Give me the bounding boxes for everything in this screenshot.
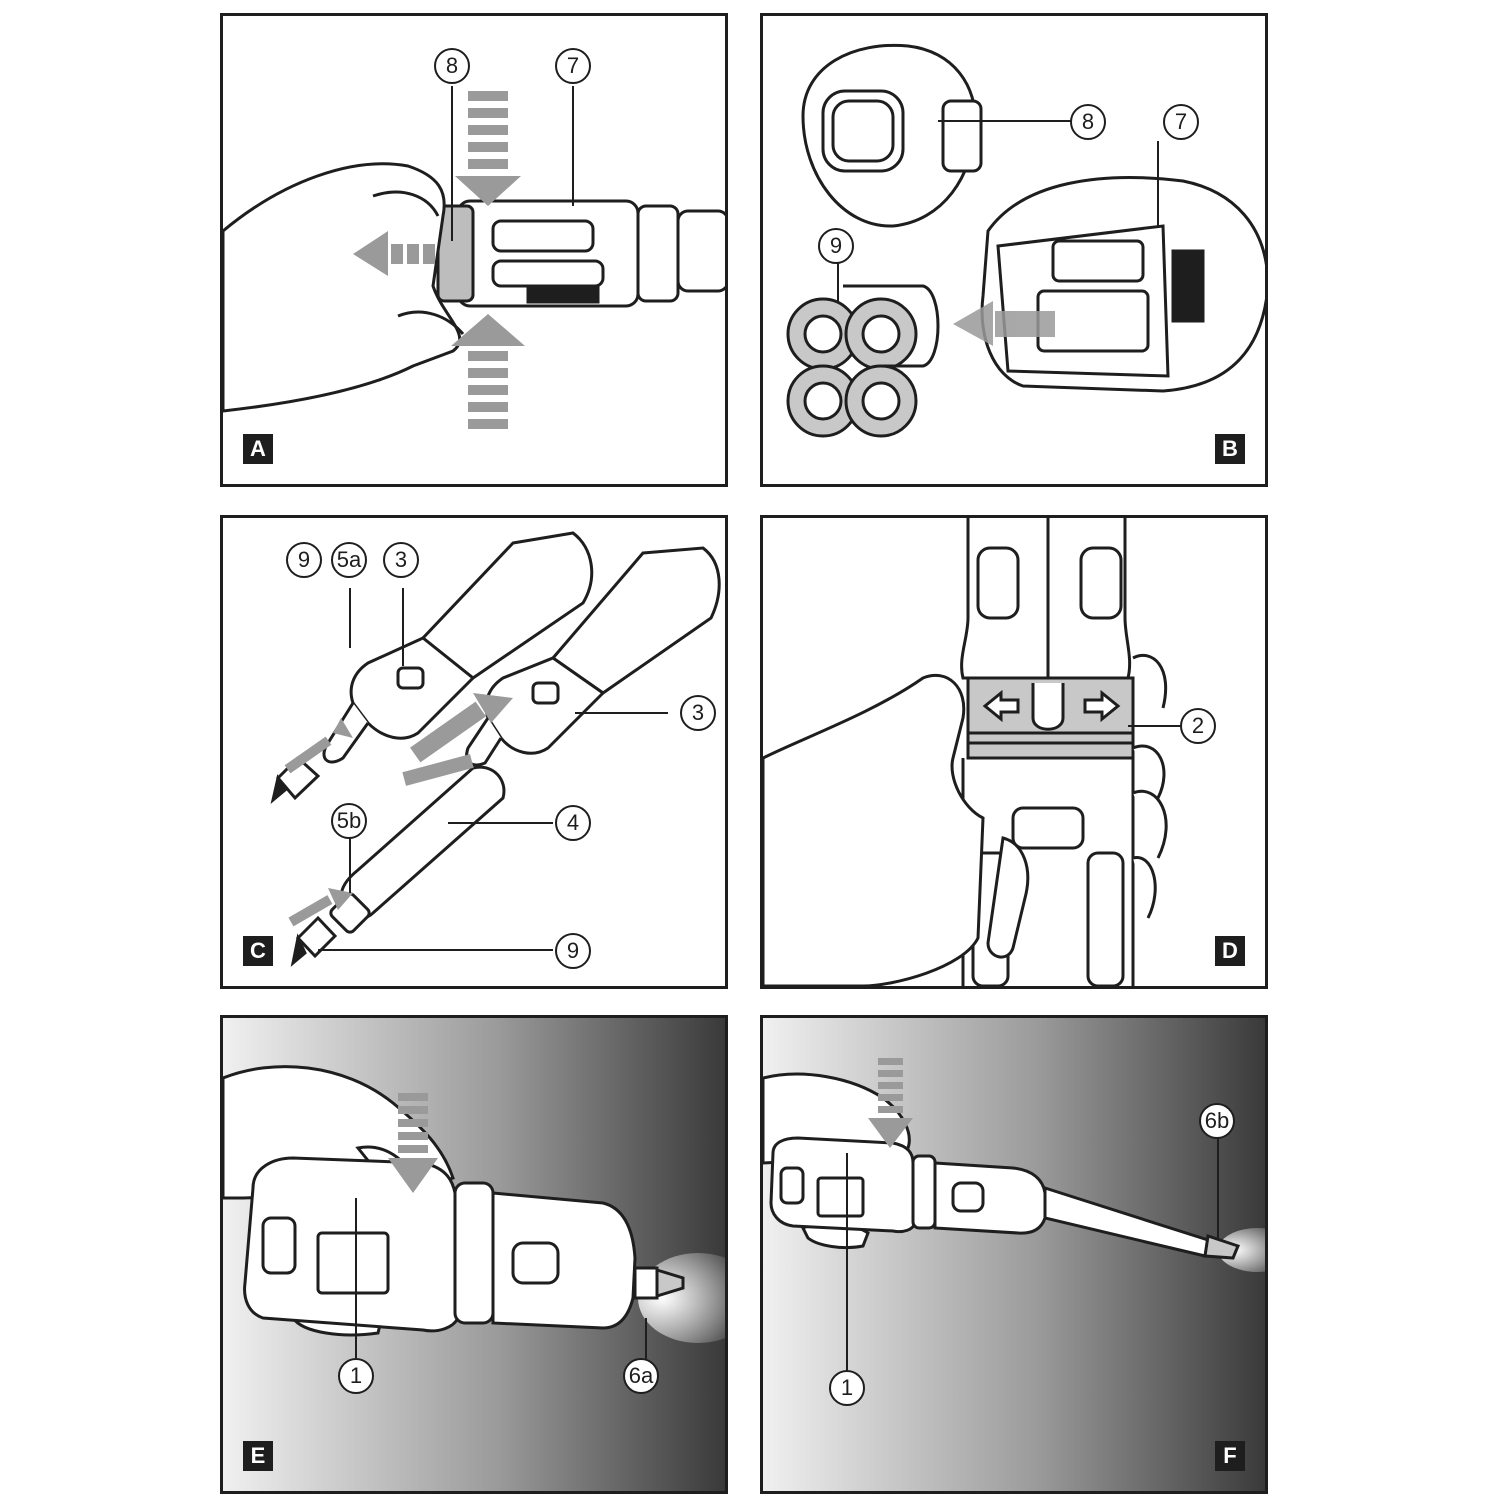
hand-icon (763, 654, 1168, 986)
screwdriver-icon (243, 1156, 685, 1333)
screwdriver-icon (270, 755, 338, 967)
callout-7: 7 (1163, 104, 1199, 140)
battery-icon (786, 284, 940, 438)
callout-9: 9 (286, 542, 322, 578)
callout-8: 8 (434, 48, 470, 84)
panel-e-illustration (223, 1018, 725, 1491)
screwdriver-icon (456, 199, 725, 308)
callout-6b: 6b (1199, 1103, 1235, 1139)
callout-8: 8 (1070, 104, 1106, 140)
callout-5b: 5b (331, 803, 367, 839)
panel-letter: C (243, 936, 273, 966)
callout-9: 9 (818, 228, 854, 264)
callout-3: 3 (383, 542, 419, 578)
callout-7: 7 (555, 48, 591, 84)
panel-b-illustration (786, 43, 1265, 438)
panel-d: 2 D (760, 515, 1268, 989)
panel-letter: F (1215, 1441, 1245, 1471)
screwdriver-icon (329, 765, 506, 934)
panel-c-illustration (270, 531, 721, 967)
screwdriver-icon (322, 531, 594, 764)
arrow-icon (455, 91, 521, 206)
screwdriver-icon (960, 518, 1135, 986)
panel-f-illustration (763, 1018, 1265, 1491)
panel-letter: D (1215, 936, 1245, 966)
screwdriver-icon (465, 546, 721, 767)
callout-9: 9 (555, 933, 591, 969)
panel-f: 6b 1 F (760, 1015, 1268, 1494)
arrow-icon (388, 1093, 438, 1193)
callout-1: 1 (829, 1370, 865, 1406)
light-beam-icon (1218, 1228, 1265, 1272)
arrow-icon (284, 693, 513, 927)
panel-e: 1 6a E (220, 1015, 728, 1494)
arrow-icon (353, 231, 435, 276)
panel-letter: E (243, 1441, 273, 1471)
panel-letter: B (1215, 434, 1245, 464)
arrow-icon (451, 314, 525, 429)
arrow-icon (868, 1058, 913, 1148)
callout-3: 3 (680, 695, 716, 731)
screwdriver-icon (980, 176, 1265, 393)
callout-1: 1 (338, 1358, 374, 1394)
panel-a-illustration (223, 86, 725, 429)
panel-a: 8 7 A (220, 13, 728, 487)
panel-letter: A (243, 434, 273, 464)
panel-c: 9 5a 3 3 4 5b 9 C (220, 515, 728, 989)
panel-b: 8 7 9 B (760, 13, 1268, 487)
callout-5a: 5a (331, 542, 367, 578)
panel-d-illustration (763, 518, 1183, 986)
arrow-icon (953, 301, 1055, 346)
battery-cap-icon (801, 43, 983, 228)
screwdriver-icon (769, 1136, 1241, 1260)
callout-4: 4 (555, 805, 591, 841)
callout-6a: 6a (623, 1358, 659, 1394)
hand-icon (223, 162, 465, 413)
callout-2: 2 (1180, 708, 1216, 744)
